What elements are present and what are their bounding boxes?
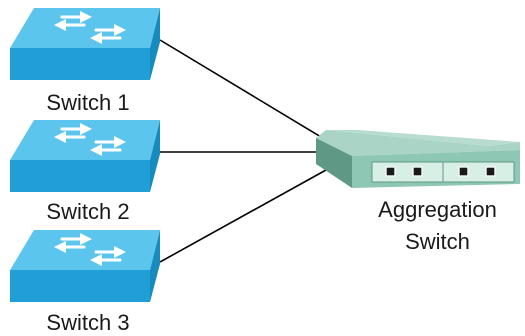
link-switch1-aggregation: [159, 39, 327, 141]
links: [159, 39, 327, 263]
link-switch3-aggregation: [159, 169, 327, 263]
port-icons: [385, 166, 496, 177]
switch-1-icon: [10, 8, 160, 80]
switch-3-label: Switch 3: [46, 310, 130, 335]
switch-2-icon: [10, 120, 160, 192]
switch-3-icon: [10, 230, 160, 302]
aggregation-label-line2: Switch: [405, 229, 470, 254]
switch-2-label: Switch 2: [46, 199, 130, 224]
aggregation-label-line1: Aggregation: [378, 197, 497, 222]
switch-1-label: Switch 1: [46, 90, 130, 115]
aggregation-switch-icon: [316, 130, 520, 188]
aggregation-switch-label: Aggregation Switch: [350, 194, 525, 258]
